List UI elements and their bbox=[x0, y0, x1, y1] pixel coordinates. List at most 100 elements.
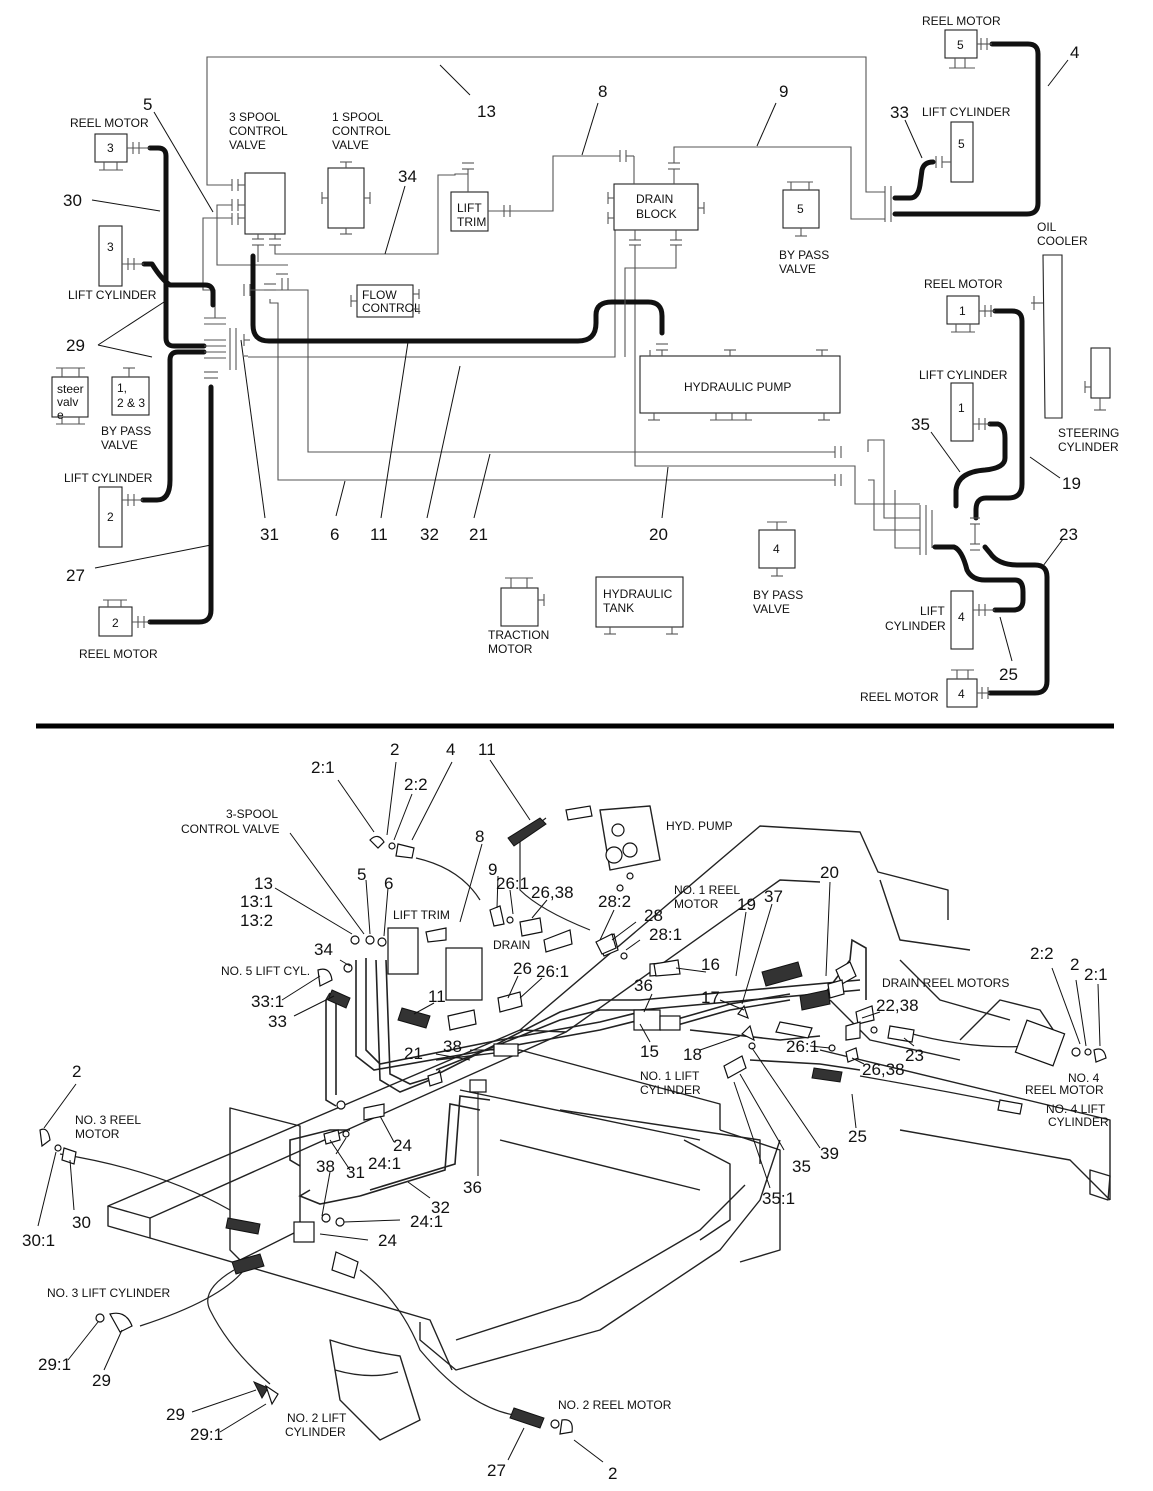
ex-callout-11-b: 11 bbox=[428, 987, 446, 1006]
ex-callout-20: 20 bbox=[820, 863, 839, 882]
hydraulic-tank-label-2: TANK bbox=[603, 601, 634, 615]
no2-lift-cylinder-label-2: CYLINDER bbox=[285, 1425, 346, 1439]
reel-motor-1-id: 1 bbox=[959, 304, 966, 318]
lift-cylinder-1-id: 1 bbox=[958, 401, 965, 415]
drain-block: DRAIN BLOCK bbox=[607, 150, 705, 357]
callout-30: 30 bbox=[63, 191, 82, 210]
lift-cylinder-4-label-1: LIFT bbox=[920, 604, 945, 618]
steer-valve-label-3: e bbox=[57, 408, 64, 422]
lift-cylinder-5: LIFT CYLINDER 5 bbox=[922, 105, 1011, 183]
callout-29: 29 bbox=[66, 336, 85, 355]
reel-motor-3-id: 3 bbox=[107, 141, 114, 155]
one-spool-control-valve: 1 SPOOL CONTROL VALVE bbox=[321, 110, 391, 235]
bypass-valve-123-label-2: VALVE bbox=[101, 438, 138, 452]
ex-callout-13-1: 13:1 bbox=[240, 892, 273, 911]
steer-valve-label-2: valv bbox=[57, 395, 78, 409]
spool3-label-1: 3 SPOOL bbox=[229, 110, 281, 124]
lift-cylinder-3-id: 3 bbox=[107, 240, 114, 254]
no2-lift-cylinder-label-1: NO. 2 LIFT bbox=[287, 1411, 347, 1425]
lift-cylinder-4-id: 4 bbox=[958, 610, 965, 624]
ex-callout-26-38-a: 26,38 bbox=[531, 883, 574, 902]
ex-callout-18: 18 bbox=[683, 1045, 702, 1064]
reel-motor-2-id: 2 bbox=[112, 616, 119, 630]
ex-callout-24-b: 24 bbox=[378, 1231, 397, 1250]
ex-callout-31: 31 bbox=[346, 1163, 365, 1182]
callout-4: 4 bbox=[1070, 43, 1079, 62]
no1-reel-motor-label-1: NO. 1 REEL bbox=[674, 883, 740, 897]
ex-callout-35-1: 35:1 bbox=[762, 1189, 795, 1208]
reel-motor-4-id: 4 bbox=[958, 687, 965, 701]
callout-23: 23 bbox=[1059, 525, 1078, 544]
lift-cylinder-2: LIFT CYLINDER 2 bbox=[64, 471, 153, 548]
reel-motor-3-label: REEL MOTOR bbox=[70, 116, 149, 130]
reel-motor-3: REEL MOTOR 3 bbox=[70, 116, 150, 171]
lift-cylinder-1-label: LIFT CYLINDER bbox=[919, 368, 1008, 382]
no5-lift-cyl-label: NO. 5 LIFT CYL. bbox=[221, 964, 310, 978]
lift-trim-label-1: LIFT bbox=[457, 201, 482, 215]
ex-callout-2-2-a: 2:2 bbox=[404, 775, 428, 794]
reel-motor-1: REEL MOTOR 1 bbox=[924, 277, 1003, 333]
steering-cylinder-label-1: STEERING bbox=[1058, 426, 1119, 440]
exploded-hoses bbox=[59, 817, 1031, 1417]
no3-reel-motor-label-1: NO. 3 REEL bbox=[75, 1113, 141, 1127]
ex-callout-29-1-b: 29:1 bbox=[190, 1425, 223, 1444]
reel-motor-2-label: REEL MOTOR bbox=[79, 647, 158, 661]
junction-fittings bbox=[204, 186, 980, 555]
callout-11: 11 bbox=[370, 525, 388, 544]
drain-block-label-1: DRAIN bbox=[636, 192, 673, 206]
ex-callout-11-a: 11 bbox=[478, 740, 496, 759]
ex-callout-26-1-a: 26:1 bbox=[496, 874, 529, 893]
lift-cylinder-5-id: 5 bbox=[958, 137, 965, 151]
callout-5: 5 bbox=[143, 95, 152, 114]
flow-control-label-2: CONTROL bbox=[362, 301, 421, 315]
oil-cooler: OIL COOLER bbox=[1033, 220, 1088, 419]
ex-callout-9: 9 bbox=[488, 860, 497, 879]
callout-19: 19 bbox=[1062, 474, 1081, 493]
reel-motor-5-id: 5 bbox=[957, 38, 964, 52]
ex-callout-2-1-b: 2:1 bbox=[1084, 965, 1108, 984]
ex-callout-2-c: 2 bbox=[72, 1062, 81, 1081]
ex-callout-8: 8 bbox=[475, 827, 484, 846]
ex-callout-37: 37 bbox=[764, 887, 783, 906]
bypass-valve-5-label-2: VALVE bbox=[779, 262, 816, 276]
ex-callout-24-a: 24 bbox=[393, 1136, 412, 1155]
callout-25: 25 bbox=[999, 665, 1018, 684]
exploded-labels: 3-SPOOL CONTROL VALVE HYD. PUMP LIFT TRI… bbox=[47, 807, 1109, 1439]
lift-trim-exploded-label: LIFT TRIM bbox=[393, 908, 450, 922]
callout-32: 32 bbox=[420, 525, 439, 544]
ex-callout-28-2: 28:2 bbox=[598, 892, 631, 911]
ex-callout-38-b: 38 bbox=[316, 1157, 335, 1176]
callout-34: 34 bbox=[398, 167, 417, 186]
callout-31: 31 bbox=[260, 525, 279, 544]
hydraulic-tank: HYDRAULIC TANK bbox=[595, 576, 684, 635]
thick-hoses bbox=[140, 41, 1050, 696]
spool1-label-1: 1 SPOOL bbox=[332, 110, 384, 124]
no2-reel-motor-label: NO. 2 REEL MOTOR bbox=[558, 1398, 672, 1412]
ex-callout-36-b: 36 bbox=[463, 1178, 482, 1197]
steer-valve: steer valv e bbox=[51, 367, 89, 425]
callout-20: 20 bbox=[649, 525, 668, 544]
three-spool-label-2: CONTROL VALVE bbox=[181, 822, 279, 836]
exploded-callouts: 2:1 2 2:2 4 11 8 9 26:1 26,38 5 6 13 13:… bbox=[22, 740, 1108, 1483]
ex-callout-36-a: 36 bbox=[634, 976, 653, 995]
no4-lift-cylinder-label-1: NO. 4 LIFT bbox=[1046, 1102, 1106, 1116]
exploded-leaders bbox=[37, 759, 1101, 1463]
no1-lift-cylinder-label-1: NO. 1 LIFT bbox=[640, 1069, 700, 1083]
ex-callout-13-2: 13:2 bbox=[240, 911, 273, 930]
spool3-label-3: VALVE bbox=[229, 138, 266, 152]
bypass-valve-123-id-2: 2 & 3 bbox=[117, 396, 145, 410]
ex-callout-28-1: 28:1 bbox=[649, 925, 682, 944]
schematic-components: REEL MOTOR 5 LIFT CYLINDER 5 REEL MOTOR bbox=[51, 14, 1119, 708]
no1-reel-motor-label-2: MOTOR bbox=[674, 897, 719, 911]
ex-callout-26-1-c: 26:1 bbox=[786, 1037, 819, 1056]
ex-callout-38-a: 38 bbox=[443, 1037, 462, 1056]
lift-cylinder-5-label: LIFT CYLINDER bbox=[922, 105, 1011, 119]
oil-cooler-label-2: COOLER bbox=[1037, 234, 1088, 248]
ex-callout-2-b: 2 bbox=[1070, 955, 1079, 974]
reel-motor-4-label: REEL MOTOR bbox=[860, 690, 939, 704]
exploded-view: 3-SPOOL CONTROL VALVE HYD. PUMP LIFT TRI… bbox=[22, 740, 1111, 1483]
callout-9: 9 bbox=[779, 82, 788, 101]
callout-6: 6 bbox=[330, 525, 339, 544]
ex-callout-24-1-a: 24:1 bbox=[368, 1154, 401, 1173]
drain-reel-motors-label: DRAIN REEL MOTORS bbox=[882, 976, 1009, 990]
